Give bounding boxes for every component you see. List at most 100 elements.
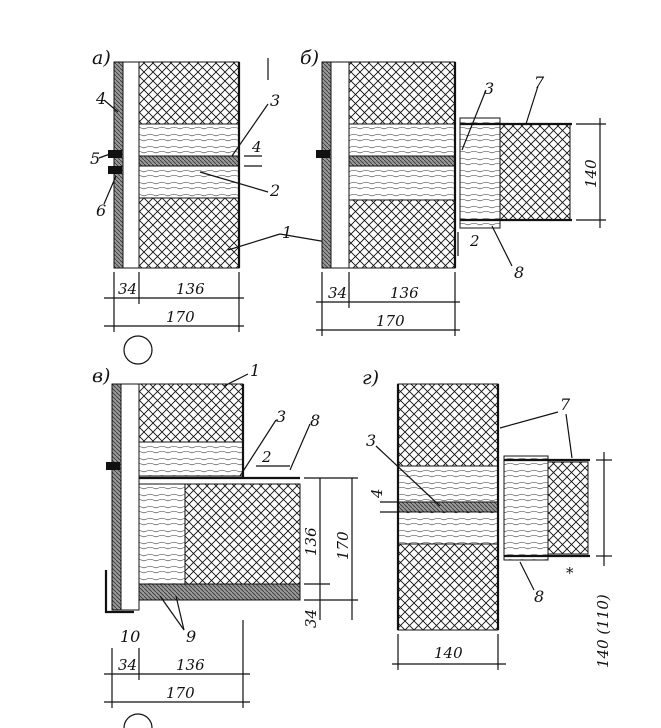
callout-6: 6 bbox=[96, 201, 106, 220]
leader-7a bbox=[499, 411, 559, 429]
cladding-strip bbox=[113, 61, 124, 269]
panel-b: б) 3 7 8 140 2 34 136 1 bbox=[300, 47, 606, 336]
leader-7 bbox=[525, 85, 539, 125]
partition-timber bbox=[503, 455, 549, 561]
timber-block-upper bbox=[348, 123, 456, 157]
panel-d-title: г) bbox=[362, 367, 379, 389]
dim-136: 136 bbox=[390, 284, 419, 302]
insulation-upper bbox=[138, 61, 240, 125]
leader-8 bbox=[289, 423, 311, 471]
timber-block-lower bbox=[138, 165, 240, 199]
dim-34: 34 bbox=[328, 284, 347, 302]
partition-insulation bbox=[547, 461, 589, 555]
dim-2: 2 bbox=[261, 448, 272, 466]
dim-34: 34 bbox=[118, 280, 137, 298]
leader-1 bbox=[223, 373, 249, 387]
joint-strip bbox=[348, 155, 456, 167]
panel-b-title: б) bbox=[300, 47, 319, 69]
leader-3 bbox=[239, 419, 277, 477]
leader-4 bbox=[103, 99, 119, 113]
dim-136-bottom: 136 bbox=[176, 656, 205, 674]
insulation-upper bbox=[348, 61, 456, 125]
callout-3: 3 bbox=[366, 431, 376, 450]
key-joint bbox=[106, 462, 120, 470]
axis-marker bbox=[123, 335, 153, 365]
air-gap bbox=[120, 383, 140, 611]
dim-170-bottom: 170 bbox=[166, 684, 195, 702]
panel-a-title: а) bbox=[92, 47, 111, 69]
leader-6 bbox=[103, 175, 117, 205]
leader-7b bbox=[565, 413, 573, 459]
leader-8 bbox=[519, 561, 535, 591]
panel-d: г) 7 3 8 4 140 (110) * 140 bbox=[362, 367, 612, 670]
timber-block-upper bbox=[138, 123, 240, 157]
callout-7: 7 bbox=[534, 73, 545, 92]
insulation-upper bbox=[397, 383, 499, 467]
corner-angle bbox=[104, 570, 134, 614]
cladding-strip bbox=[321, 61, 332, 269]
leader-2 bbox=[199, 171, 269, 193]
callout-7: 7 bbox=[560, 395, 571, 414]
timber-block bbox=[138, 441, 244, 477]
key-joint bbox=[108, 150, 122, 158]
dim-170: 170 bbox=[166, 308, 195, 326]
dim-2: 2 bbox=[469, 232, 480, 250]
dim-136: 136 bbox=[176, 280, 205, 298]
key-joint-lower bbox=[108, 166, 122, 174]
insulation-lower bbox=[348, 199, 456, 269]
partition-insulation bbox=[499, 123, 571, 221]
leader-3 bbox=[461, 89, 487, 151]
partition-timber bbox=[459, 117, 501, 229]
axis-marker bbox=[123, 713, 153, 728]
panel-c-title: в) bbox=[92, 365, 110, 387]
air-gap bbox=[122, 61, 140, 269]
leader-8 bbox=[491, 225, 513, 267]
insulation-lower bbox=[138, 197, 240, 269]
panel-c: в) 1 3 8 10 9 2 136 170 34 bbox=[92, 361, 358, 728]
joint-strip bbox=[397, 501, 499, 513]
callout-1: 1 bbox=[250, 361, 260, 380]
callout-4: 4 bbox=[95, 89, 106, 108]
callout-1: 1 bbox=[282, 223, 292, 242]
callout-8: 8 bbox=[534, 587, 544, 606]
leader-3 bbox=[231, 103, 269, 157]
dim-136: 136 bbox=[302, 527, 320, 556]
dim-170: 170 bbox=[376, 312, 405, 330]
insulation-upper bbox=[138, 383, 244, 443]
timber-block-lower bbox=[348, 165, 456, 201]
leader-5 bbox=[98, 153, 111, 159]
timber-block-upper bbox=[397, 465, 499, 503]
dim-140: 140 bbox=[582, 159, 600, 188]
callout-2: 2 bbox=[269, 181, 280, 200]
dim-140-bottom: 140 bbox=[434, 644, 463, 662]
leader-1 bbox=[227, 233, 281, 251]
dim-170: 170 bbox=[334, 531, 352, 560]
callout-8: 8 bbox=[514, 263, 524, 282]
callout-3: 3 bbox=[276, 407, 286, 426]
floor-insulation bbox=[184, 483, 301, 585]
timber-block-lower bbox=[397, 511, 499, 545]
callout-10: 10 bbox=[120, 627, 140, 646]
floor-bottom-strip bbox=[138, 583, 301, 601]
leader-9a bbox=[159, 595, 185, 631]
panel-a: а) 4 5 6 3 2 1 4 bbox=[90, 47, 351, 365]
callout-9: 9 bbox=[186, 627, 196, 646]
cladding-strip bbox=[111, 383, 122, 611]
insulation-lower bbox=[397, 543, 499, 631]
dim-4: 4 bbox=[368, 488, 386, 499]
air-gap bbox=[330, 61, 350, 269]
joint-strip bbox=[138, 155, 240, 167]
callout-8: 8 bbox=[310, 411, 320, 430]
dim-star: * bbox=[566, 564, 574, 582]
leader-3 bbox=[375, 445, 441, 507]
key-joint bbox=[316, 150, 330, 158]
leader-9b bbox=[175, 595, 185, 631]
callout-5: 5 bbox=[90, 149, 100, 168]
corner-timber bbox=[138, 483, 186, 585]
dim-34: 34 bbox=[118, 656, 137, 674]
dim-4: 4 bbox=[251, 138, 262, 156]
callout-3: 3 bbox=[484, 79, 494, 98]
dim-140-110: 140 (110) bbox=[594, 594, 612, 668]
callout-3: 3 bbox=[270, 91, 280, 110]
